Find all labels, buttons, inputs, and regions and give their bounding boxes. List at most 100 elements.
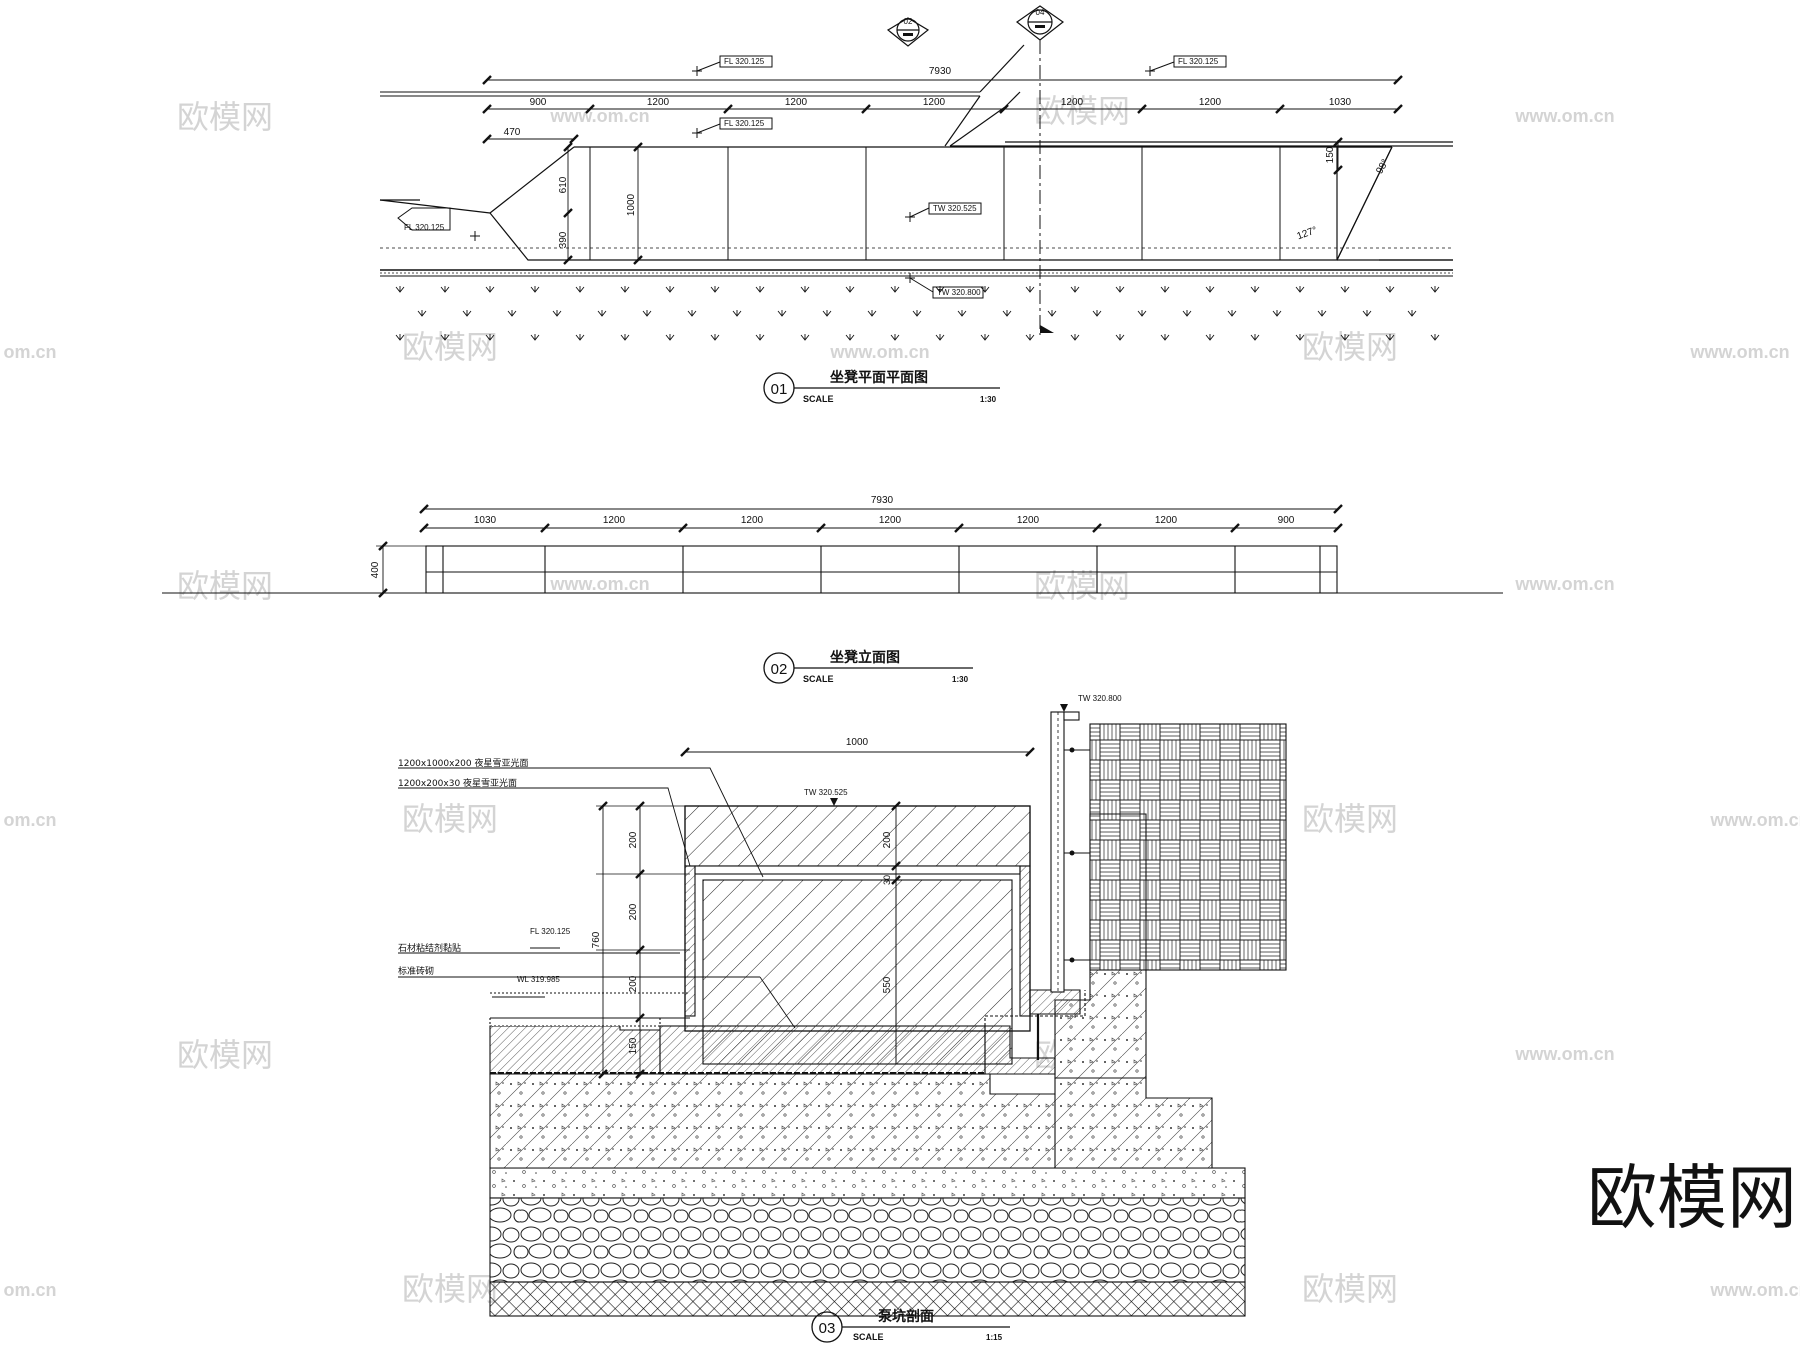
dimension-tick bbox=[1025, 747, 1035, 757]
watermark-text: 欧模网 bbox=[402, 328, 498, 366]
grass-mark bbox=[845, 286, 855, 293]
elevation-dim: 1200 bbox=[879, 515, 902, 526]
grass-mark bbox=[485, 334, 495, 341]
plan-scale: 1:30 bbox=[980, 395, 997, 404]
grass-mark bbox=[1182, 310, 1192, 317]
grass-mark bbox=[417, 310, 427, 317]
dimension-tick bbox=[891, 801, 901, 811]
grass-mark bbox=[395, 286, 405, 293]
dimension-tick bbox=[861, 104, 871, 114]
watermark-text: 欧模网 bbox=[402, 800, 498, 838]
plan-angle-98: 98° bbox=[1374, 157, 1391, 176]
elevation-title: 坐凳立面图 bbox=[830, 649, 900, 666]
dimension-tick bbox=[563, 142, 573, 152]
plan-view: 02 04 bbox=[379, 5, 1453, 335]
dimension-tick bbox=[891, 861, 901, 871]
elevation-dim: 900 bbox=[1278, 515, 1295, 526]
watermark-text: 欧模网 bbox=[1302, 1270, 1398, 1308]
dimension-tick bbox=[635, 1013, 645, 1023]
section-dim: 150 bbox=[628, 1037, 639, 1054]
plan-overall-dim: 7930 bbox=[929, 66, 952, 77]
grass-mark bbox=[755, 334, 765, 341]
dimension-tick bbox=[954, 523, 964, 533]
dimension-tick bbox=[999, 104, 1009, 114]
grass-mark bbox=[530, 334, 540, 341]
dimension-tick bbox=[1393, 75, 1403, 85]
grass-mark bbox=[485, 286, 495, 293]
grass-mark bbox=[642, 310, 652, 317]
grass-mark bbox=[440, 286, 450, 293]
plan-dim: 1200 bbox=[785, 97, 808, 108]
dimension-tick bbox=[482, 75, 492, 85]
grass-mark bbox=[507, 310, 517, 317]
grass-mark bbox=[1115, 286, 1125, 293]
stone-layer bbox=[489, 1197, 1246, 1283]
dimension-tick bbox=[378, 541, 388, 551]
grass-mark bbox=[1295, 334, 1305, 341]
grass-mark bbox=[1430, 334, 1440, 341]
dimension-tick bbox=[1333, 504, 1343, 514]
grass-mark bbox=[710, 286, 720, 293]
grass-mark bbox=[1070, 334, 1080, 341]
dimension-tick bbox=[635, 801, 645, 811]
section-mark-02: 02 bbox=[886, 17, 930, 47]
level-tag: TW 320.800 bbox=[1078, 694, 1122, 703]
watermark-text: 欧模网 bbox=[1302, 800, 1398, 838]
elevation-scale-label: SCALE bbox=[803, 674, 834, 684]
grass-mark bbox=[1160, 286, 1170, 293]
watermark-text: www.om.cn bbox=[1709, 1280, 1800, 1300]
dimension-tick bbox=[633, 255, 643, 265]
plan-scale-label: SCALE bbox=[803, 394, 834, 404]
dimension-tick bbox=[723, 104, 733, 114]
grass-mark bbox=[1025, 286, 1035, 293]
grass-mark bbox=[1160, 334, 1170, 341]
plan-annotations: 7930 900 1200 1200 1200 1200 1200 1030 4… bbox=[404, 55, 1391, 404]
plan-dim: 1030 bbox=[1329, 97, 1352, 108]
dimension-tick bbox=[635, 1069, 645, 1079]
plan-dim-470: 470 bbox=[504, 127, 521, 138]
watermark-text: www.om.cn bbox=[1514, 574, 1614, 594]
grass-mark bbox=[957, 310, 967, 317]
dimension-tick bbox=[1092, 523, 1102, 533]
dimension-tick bbox=[419, 523, 429, 533]
grass-mark bbox=[935, 334, 945, 341]
dimension-tick bbox=[633, 142, 643, 152]
grass-mark bbox=[1407, 310, 1417, 317]
dimension-tick bbox=[598, 1069, 608, 1079]
plan-angle-127: 127° bbox=[1296, 225, 1319, 242]
grass-mark bbox=[800, 334, 810, 341]
section-dim: 760 bbox=[591, 931, 602, 948]
level-tag: TW 320.525 bbox=[804, 788, 848, 797]
grass-mark bbox=[1092, 310, 1102, 317]
level-tag: FL 320.125 bbox=[1178, 57, 1219, 66]
dimension-tick bbox=[563, 208, 573, 218]
dimension-tick bbox=[1333, 165, 1343, 175]
elevation-dim: 1200 bbox=[1155, 515, 1178, 526]
section-width-dim: 1000 bbox=[846, 737, 869, 748]
watermark-text: om.cn bbox=[3, 342, 56, 362]
elevation-annotations: 7930 1030 1200 1200 1200 1200 1200 900 4… bbox=[370, 495, 1295, 684]
grass-mark bbox=[395, 334, 405, 341]
elevation-scale: 1:30 bbox=[952, 675, 969, 684]
watermark-text: 欧模网 bbox=[177, 567, 273, 605]
plan-grass-hatch bbox=[395, 286, 1440, 341]
watermark-text: 欧模网 bbox=[1302, 328, 1398, 366]
grass-mark bbox=[732, 310, 742, 317]
grass-mark bbox=[980, 286, 990, 293]
elevation-view bbox=[162, 508, 1503, 594]
elevation-dim: 1200 bbox=[603, 515, 626, 526]
grass-mark bbox=[1205, 286, 1215, 293]
grass-mark bbox=[1295, 286, 1305, 293]
section-scale: 1:15 bbox=[986, 1333, 1003, 1342]
grass-mark bbox=[687, 310, 697, 317]
section-title: 泵坑剖面 bbox=[878, 1308, 934, 1325]
grass-mark bbox=[1002, 310, 1012, 317]
dimension-tick bbox=[1393, 104, 1403, 114]
section-note: 1200x200x30 夜星雪亚光面 bbox=[398, 777, 517, 789]
dimension-tick bbox=[482, 104, 492, 114]
grass-mark bbox=[1205, 334, 1215, 341]
section-note: 1200x1000x200 夜星雪亚光面 bbox=[398, 757, 529, 769]
stone-cap bbox=[684, 805, 1031, 867]
watermark-text: 欧模网 bbox=[1034, 567, 1130, 605]
grass-mark bbox=[890, 334, 900, 341]
